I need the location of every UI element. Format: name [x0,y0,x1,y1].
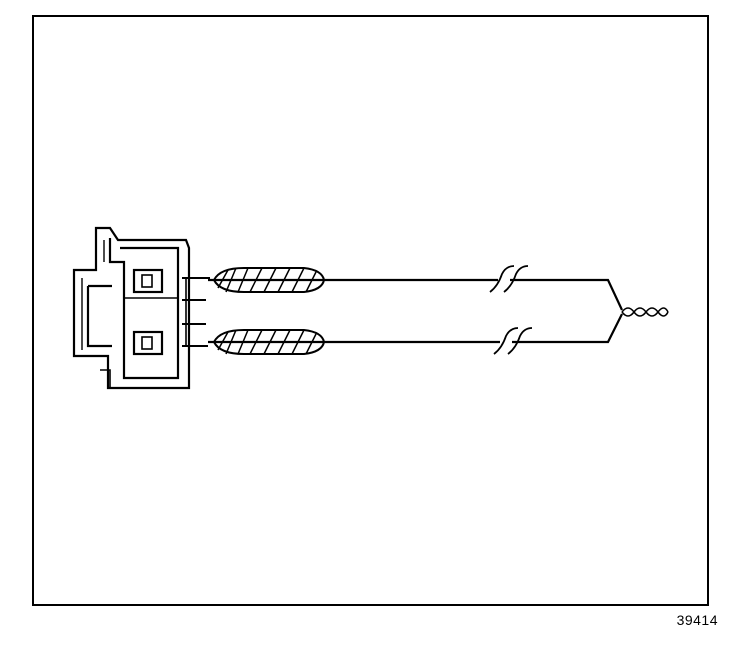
terminal-icon [132,268,164,294]
figure-frame [32,15,709,606]
wire [208,278,623,311]
terminal-icon [132,330,164,356]
twisted-splice [621,307,669,317]
break-mark [493,327,533,355]
connector-icon [72,226,210,390]
heat-shrink-sleeve [212,267,326,293]
figure-number: 39414 [676,612,718,628]
wire [208,313,623,344]
heat-shrink-sleeve [212,329,326,355]
break-mark [489,265,529,293]
